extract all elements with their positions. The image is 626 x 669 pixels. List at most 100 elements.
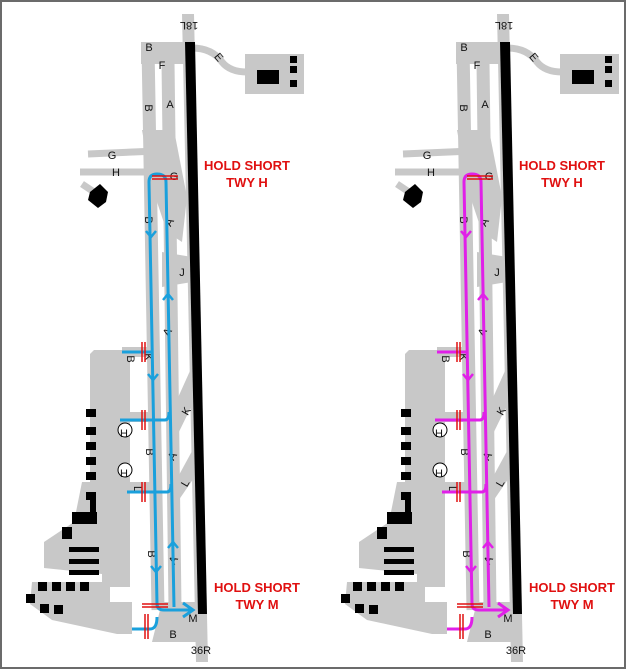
taxiway-label: G bbox=[485, 171, 494, 183]
building-hangar bbox=[369, 605, 378, 614]
hold-short-bar-m bbox=[457, 603, 483, 608]
hold-short-taxiway: TWY H bbox=[226, 175, 268, 190]
helipad-icon bbox=[117, 422, 133, 438]
taxiway-label: G bbox=[170, 171, 179, 183]
building-hangar bbox=[86, 427, 96, 435]
runway-18l-36r bbox=[500, 42, 522, 614]
taxiway-spur bbox=[120, 412, 150, 422]
runway-18l-36r bbox=[185, 42, 207, 614]
runway-label-36r: 36R bbox=[506, 645, 526, 657]
taxi-route-spurs bbox=[120, 350, 173, 631]
building-hangar bbox=[605, 56, 612, 63]
taxiway-k bbox=[167, 362, 196, 442]
taxiway-label: L bbox=[131, 486, 143, 492]
taxiway-label: A bbox=[166, 99, 174, 111]
route-arrow-up-icon bbox=[482, 540, 494, 549]
taxiway-label: B bbox=[484, 629, 491, 641]
taxiway-label: B bbox=[124, 355, 136, 362]
building-hangar bbox=[86, 492, 96, 500]
taxiway-spur bbox=[435, 412, 465, 422]
building-hangar bbox=[290, 56, 297, 63]
hold-short-bar-m bbox=[142, 603, 168, 608]
taxiway-label: H bbox=[435, 468, 443, 480]
route-arrow-up-icon bbox=[162, 292, 174, 301]
building-hangar bbox=[381, 582, 390, 591]
hold-short-taxiway: TWY H bbox=[541, 175, 583, 190]
taxi-route-spurs bbox=[435, 350, 488, 631]
route-arrow-down-icon bbox=[147, 373, 159, 382]
taxiway-label: L bbox=[179, 478, 192, 489]
runway-label-18l: 18L bbox=[495, 19, 513, 31]
building-terminal bbox=[387, 512, 412, 524]
taxiway-label: A bbox=[481, 99, 489, 111]
building-hangar bbox=[26, 594, 35, 603]
building-hangar bbox=[395, 582, 404, 591]
building-hangar bbox=[605, 80, 612, 87]
hold-short-bar-h bbox=[467, 175, 493, 180]
taxiway-label: B bbox=[142, 216, 154, 223]
building-hangar bbox=[80, 582, 89, 591]
taxiway-label: B bbox=[142, 104, 154, 111]
hold-short-label: HOLD SHORT bbox=[204, 158, 290, 173]
taxiway-label: F bbox=[159, 60, 166, 72]
runway-label-18l: 18L bbox=[180, 19, 198, 31]
taxiway-label: L bbox=[494, 478, 507, 489]
taxiway-label: J bbox=[179, 267, 185, 279]
building-hangar bbox=[86, 409, 96, 417]
building-hangar bbox=[401, 409, 411, 417]
taxiway-label: B bbox=[460, 550, 472, 557]
building-terminal bbox=[405, 497, 411, 512]
hold-short-taxiway: TWY M bbox=[235, 597, 278, 612]
building-terminal-pier bbox=[69, 570, 99, 575]
taxi-route-exit bbox=[470, 603, 507, 612]
taxiway-label: H bbox=[120, 428, 128, 440]
hold-short-bar bbox=[456, 482, 461, 502]
hold-short-label: HOLD SHORT bbox=[519, 158, 605, 173]
south-apron bbox=[345, 582, 447, 634]
building-hangar bbox=[353, 582, 362, 591]
taxiway-label: B bbox=[457, 104, 469, 111]
taxiway-label: F bbox=[474, 60, 481, 72]
hold-short-taxiway: TWY M bbox=[550, 597, 593, 612]
taxiway-label: B bbox=[143, 448, 155, 455]
taxiway-spur bbox=[442, 482, 467, 492]
building-east bbox=[572, 70, 594, 84]
hold-short-bar bbox=[144, 614, 149, 639]
route-arrow-down-icon bbox=[465, 565, 477, 574]
taxiway-e bbox=[191, 44, 248, 76]
hold-short-bar bbox=[456, 410, 461, 430]
building bbox=[62, 527, 72, 539]
hold-short-label: HOLD SHORT bbox=[214, 580, 300, 595]
building-hangar bbox=[38, 582, 47, 591]
route-arrow-down-icon bbox=[150, 565, 162, 574]
taxiway-label: B bbox=[460, 42, 467, 54]
building-hangar bbox=[66, 582, 75, 591]
building bbox=[377, 527, 387, 539]
building-hangar bbox=[401, 457, 411, 465]
building-hangar bbox=[52, 582, 61, 591]
south-apron bbox=[30, 582, 132, 634]
building-hangar bbox=[605, 66, 612, 73]
hold-short-bar-h bbox=[152, 175, 178, 180]
building-hangar bbox=[401, 472, 411, 480]
building-hangar bbox=[401, 442, 411, 450]
building-hangar bbox=[290, 66, 297, 73]
taxiway-label: G bbox=[423, 150, 432, 162]
helipad-icon bbox=[432, 422, 448, 438]
building-hangar bbox=[40, 604, 49, 613]
route-arrow-up-icon bbox=[477, 292, 489, 301]
building-east bbox=[257, 70, 279, 84]
building-hangar bbox=[54, 605, 63, 614]
taxiway-label: H bbox=[427, 167, 435, 179]
building-terminal-pier bbox=[69, 547, 99, 552]
building-hangar bbox=[401, 492, 411, 500]
hold-short-bar bbox=[141, 482, 146, 502]
route-arrow-down-icon bbox=[460, 230, 472, 239]
taxiway-label: K bbox=[142, 353, 154, 361]
hold-short-bar bbox=[459, 614, 464, 639]
route-arrow-icon bbox=[182, 601, 196, 619]
building-terminal bbox=[72, 512, 97, 524]
